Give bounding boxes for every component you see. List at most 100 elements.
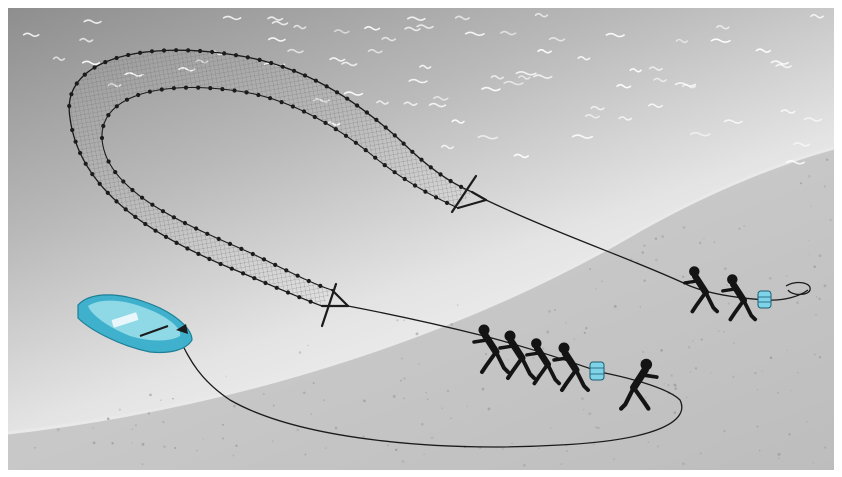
- sand-speckle: [670, 374, 672, 376]
- net-float: [160, 87, 164, 91]
- net-float: [281, 65, 285, 69]
- net-float: [302, 109, 306, 113]
- sand-speckle: [695, 367, 697, 369]
- net-float: [74, 140, 78, 144]
- puller-arm: [643, 375, 657, 377]
- net-float: [318, 284, 322, 288]
- sand-speckle: [273, 405, 275, 407]
- sand-speckle: [132, 442, 133, 443]
- net-float: [183, 221, 187, 225]
- net-float: [148, 90, 152, 94]
- net-float: [373, 156, 377, 160]
- net-float: [413, 183, 417, 187]
- net-float: [130, 188, 134, 192]
- net-float: [438, 172, 442, 176]
- net-float: [275, 286, 279, 290]
- sand-speckle: [488, 407, 491, 410]
- net-float: [93, 65, 97, 69]
- net-float: [153, 229, 157, 233]
- sand-speckle: [111, 442, 113, 444]
- sand-speckle: [645, 396, 646, 397]
- sand-speckle: [416, 332, 419, 335]
- net-float: [115, 56, 119, 60]
- sand-speckle: [142, 443, 145, 446]
- sand-speckle: [674, 387, 677, 390]
- net-float: [273, 263, 277, 267]
- sand-speckle: [313, 382, 315, 384]
- sand-speckle: [643, 279, 646, 282]
- sand-speckle: [296, 429, 299, 432]
- sand-speckle: [723, 430, 725, 432]
- net-float: [313, 115, 317, 119]
- sand-speckle: [754, 372, 757, 375]
- net-float: [434, 195, 438, 199]
- sand-speckle: [548, 310, 551, 313]
- net-float: [268, 96, 272, 100]
- sand-speckle: [172, 398, 174, 400]
- sand-speckle: [595, 288, 597, 290]
- sand-speckle: [810, 206, 811, 207]
- net-float: [101, 124, 105, 128]
- sand-speckle: [135, 424, 137, 426]
- sand-speckle: [682, 462, 685, 465]
- sand-speckle: [546, 331, 549, 334]
- sand-speckle: [574, 339, 575, 340]
- sand-speckle: [34, 447, 36, 449]
- sand-speckle: [554, 309, 556, 311]
- net-float: [162, 48, 166, 52]
- net-float: [83, 73, 87, 77]
- sand-speckle: [233, 405, 236, 408]
- sand-speckle: [447, 390, 449, 392]
- sand-speckle: [739, 228, 741, 230]
- net-float: [284, 268, 288, 272]
- sand-speckle: [203, 438, 204, 439]
- net-float: [335, 90, 339, 94]
- net-float: [113, 170, 117, 174]
- sand-speckle: [777, 392, 779, 394]
- sand-speckle: [683, 226, 686, 229]
- sand-speckle: [561, 463, 563, 465]
- sand-speckle: [818, 297, 821, 300]
- net-float: [393, 170, 397, 174]
- sand-speckle: [812, 462, 814, 464]
- sand-speckle: [674, 384, 677, 387]
- net-float: [164, 235, 168, 239]
- net-float: [133, 215, 137, 219]
- net-float: [230, 267, 234, 271]
- sand-speckle: [396, 319, 398, 321]
- net-float: [345, 97, 349, 101]
- sand-speckle: [467, 406, 468, 407]
- sand-speckle: [824, 185, 826, 187]
- sand-speckle: [819, 356, 821, 358]
- sand-speckle: [442, 407, 443, 408]
- net-float: [219, 262, 223, 266]
- sand-speckle: [511, 443, 513, 445]
- sand-speckle: [393, 395, 396, 398]
- net-float: [121, 179, 125, 183]
- net-float: [364, 148, 368, 152]
- sand-speckle: [403, 377, 406, 380]
- puller-arm: [723, 289, 735, 291]
- net-float: [251, 252, 255, 256]
- net-float: [355, 103, 359, 107]
- net-float: [445, 201, 449, 205]
- sand-speckle: [726, 284, 727, 285]
- net-float: [143, 222, 147, 226]
- sand-speckle: [661, 235, 664, 238]
- sand-speckle: [788, 433, 790, 435]
- net-float: [403, 177, 407, 181]
- sand-speckle: [160, 400, 161, 401]
- sand-speckle: [796, 301, 799, 304]
- sand-speckle: [700, 452, 702, 454]
- sand-speckle: [724, 268, 726, 270]
- sand-speckle: [325, 447, 326, 448]
- net-float: [161, 209, 165, 213]
- net-float: [384, 125, 388, 129]
- sand-speckle: [809, 254, 810, 255]
- sand-speckle: [335, 427, 338, 430]
- sand-speckle: [710, 372, 711, 373]
- sand-speckle: [196, 450, 198, 452]
- sand-speckle: [642, 351, 644, 353]
- sand-speckle: [588, 412, 591, 415]
- sand-speckle: [593, 443, 595, 445]
